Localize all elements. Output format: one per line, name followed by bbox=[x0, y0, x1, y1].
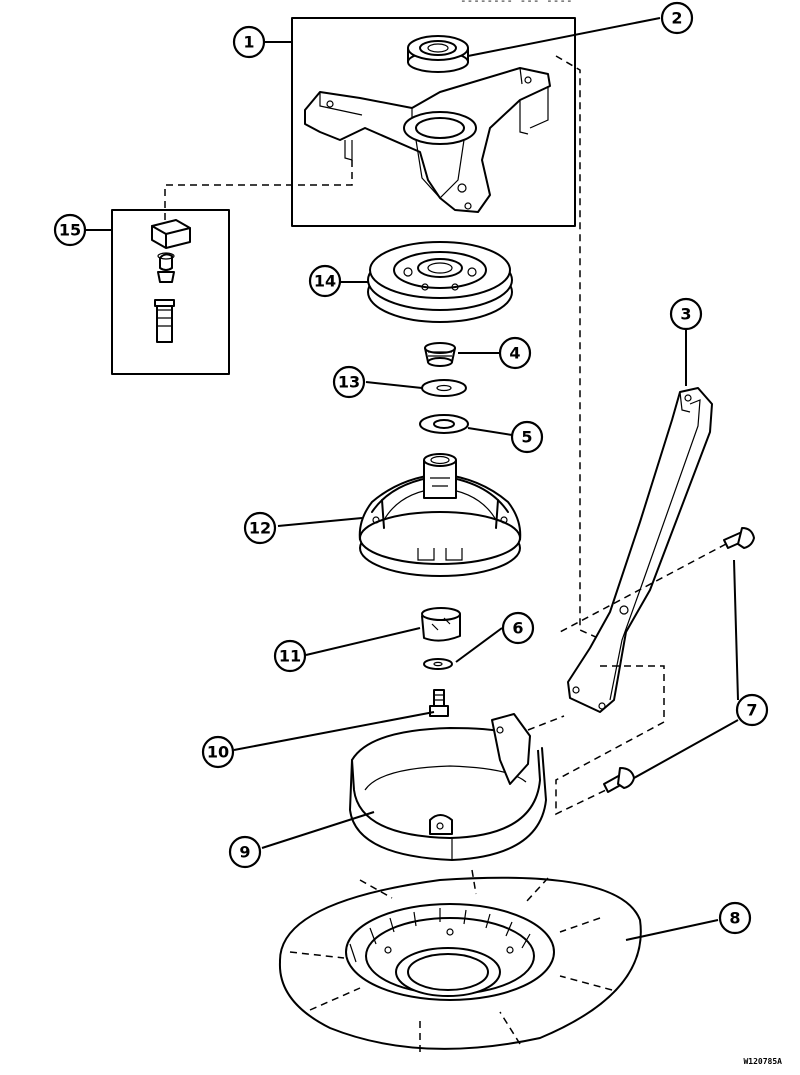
leader-7 bbox=[633, 559, 739, 779]
callout-number: 8 bbox=[729, 909, 740, 928]
leader-8 bbox=[625, 919, 719, 941]
callout-number: 7 bbox=[746, 701, 757, 720]
leader-11 bbox=[305, 627, 421, 656]
hub-housing-part[interactable] bbox=[358, 453, 522, 577]
callout-number: 5 bbox=[521, 428, 532, 447]
callout-3[interactable]: 3 bbox=[669, 297, 703, 331]
callout-circle bbox=[53, 213, 87, 247]
callout-number: 9 bbox=[239, 843, 250, 862]
leader-10 bbox=[233, 711, 435, 751]
washer-5-part[interactable] bbox=[419, 414, 469, 434]
callout-14[interactable]: 14 bbox=[308, 264, 342, 298]
drawing-code: W120785A bbox=[743, 1057, 782, 1066]
pulley-part[interactable] bbox=[367, 241, 513, 323]
shield-part[interactable] bbox=[349, 713, 547, 861]
callout-7[interactable]: 7 bbox=[735, 693, 769, 727]
callout-11[interactable]: 11 bbox=[273, 639, 307, 673]
hardware-group-box bbox=[111, 209, 230, 375]
clutch-part[interactable] bbox=[421, 607, 461, 642]
callout-number: 2 bbox=[671, 9, 682, 28]
screw-upper-part[interactable] bbox=[723, 527, 755, 549]
callout-9[interactable]: 9 bbox=[228, 835, 262, 869]
callout-6[interactable]: 6 bbox=[501, 611, 535, 645]
bearing-part[interactable] bbox=[407, 35, 469, 73]
leader-12 bbox=[277, 517, 363, 527]
leader-6 bbox=[455, 627, 503, 663]
washer-13-part[interactable] bbox=[421, 379, 467, 397]
leader-13 bbox=[365, 381, 423, 389]
callout-number: 13 bbox=[338, 373, 360, 392]
callout-circle bbox=[498, 336, 532, 370]
base-plate-part[interactable] bbox=[278, 869, 642, 1052]
washer-6-part[interactable] bbox=[423, 658, 453, 670]
callout-circle bbox=[201, 735, 235, 769]
callout-5[interactable]: 5 bbox=[510, 420, 544, 454]
callout-15[interactable]: 15 bbox=[53, 213, 87, 247]
alignment-line-screw-upper bbox=[559, 543, 727, 633]
screw-lower-part[interactable] bbox=[603, 767, 635, 793]
callout-number: 4 bbox=[509, 344, 520, 363]
callout-13[interactable]: 13 bbox=[332, 365, 366, 399]
callout-2[interactable]: 2 bbox=[660, 1, 694, 35]
callout-circle bbox=[332, 365, 366, 399]
nut-plate-hardware[interactable] bbox=[151, 219, 191, 343]
callout-number: 10 bbox=[207, 743, 229, 762]
callout-circle bbox=[273, 639, 307, 673]
callout-circle bbox=[669, 297, 703, 331]
callout-number: 14 bbox=[314, 272, 336, 291]
callout-circle bbox=[718, 901, 752, 935]
bearing-housing-group-box bbox=[291, 17, 576, 227]
callout-number: 12 bbox=[249, 519, 271, 538]
leader-9 bbox=[261, 811, 375, 849]
callout-number: 3 bbox=[680, 305, 691, 324]
callout-circle bbox=[243, 511, 277, 545]
alignment-line-housing-nut bbox=[164, 160, 353, 222]
callout-1[interactable]: 1 bbox=[232, 25, 266, 59]
bracket-part[interactable] bbox=[567, 387, 713, 713]
alignment-line-screw-lower bbox=[555, 665, 665, 816]
alignment-line-shield bbox=[527, 715, 565, 731]
callout-8[interactable]: 8 bbox=[718, 901, 752, 935]
callout-4[interactable]: 4 bbox=[498, 336, 532, 370]
header-fragment: -------- --- ---- bbox=[460, 0, 573, 7]
callout-circle bbox=[660, 1, 694, 35]
alignment-line-housing-bracket bbox=[555, 55, 599, 639]
callout-number: 15 bbox=[59, 221, 81, 240]
callout-circle bbox=[308, 264, 342, 298]
callout-10[interactable]: 10 bbox=[201, 735, 235, 769]
callout-number: 11 bbox=[279, 647, 301, 666]
callout-12[interactable]: 12 bbox=[243, 511, 277, 545]
bearing-housing-part[interactable] bbox=[304, 67, 551, 213]
spring-part[interactable] bbox=[424, 342, 456, 367]
callout-circle bbox=[735, 693, 769, 727]
callout-circle bbox=[510, 420, 544, 454]
callout-circle bbox=[232, 25, 266, 59]
leader-2 bbox=[467, 17, 661, 57]
callout-circle bbox=[228, 835, 262, 869]
callout-circle bbox=[501, 611, 535, 645]
leader-5 bbox=[467, 427, 513, 436]
callout-number: 1 bbox=[243, 33, 254, 52]
callout-number: 6 bbox=[512, 619, 523, 638]
